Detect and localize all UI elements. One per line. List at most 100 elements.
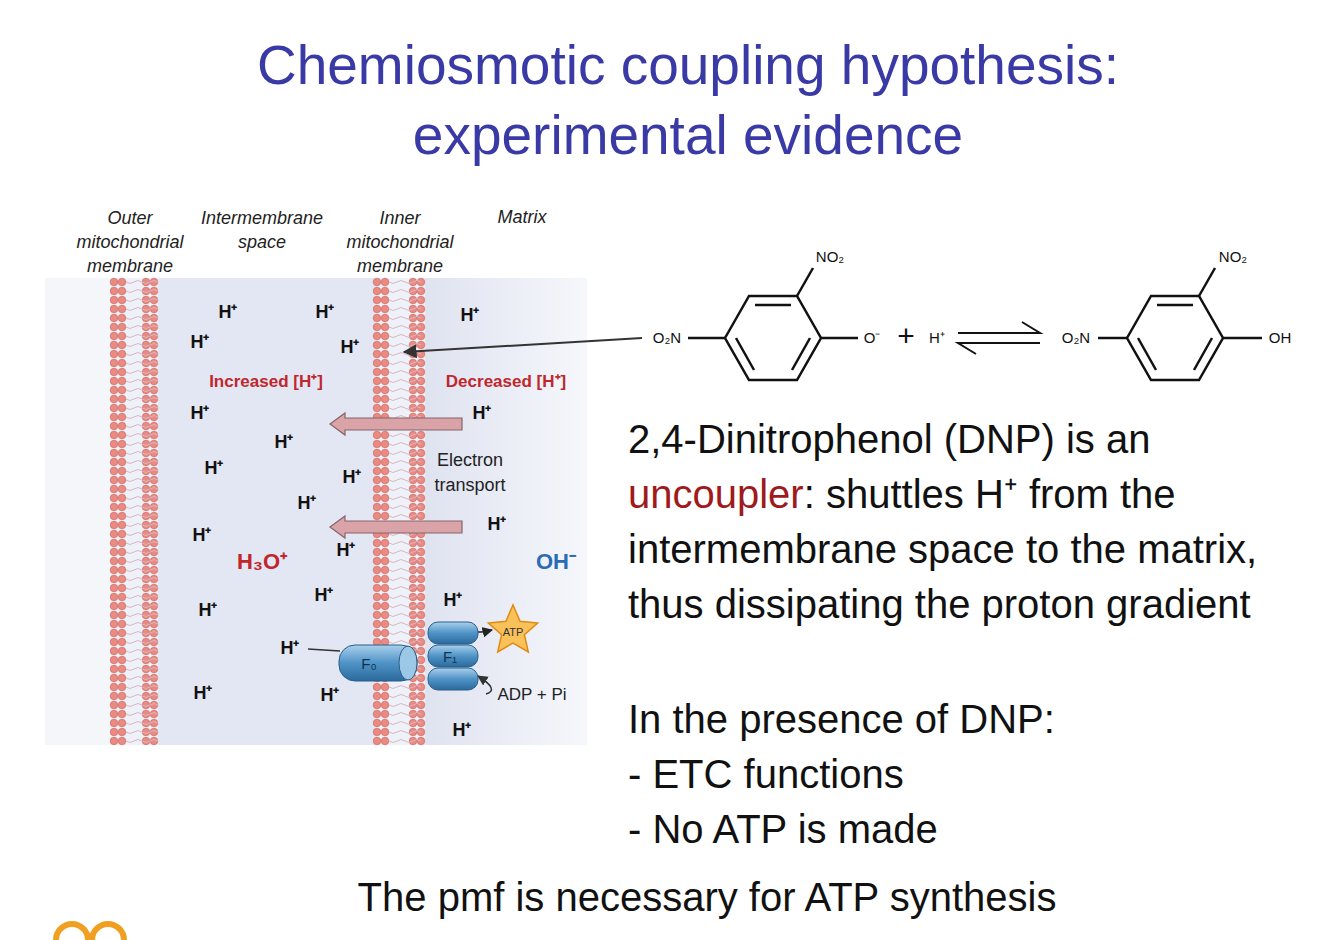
lipid-tail: [126, 713, 158, 716]
lipid-tail: [389, 335, 421, 338]
proton-label: H⁺: [281, 638, 300, 659]
lipid-head: [373, 458, 381, 466]
lipid-tail: [126, 470, 158, 473]
lipid-tail: [126, 488, 158, 491]
slide-title: Chemiosmotic coupling hypothesis: experi…: [183, 30, 1193, 170]
lipid-head: [381, 620, 389, 628]
lipid-head: [381, 386, 389, 394]
lipid-tail: [389, 299, 421, 302]
lipid-tail: [389, 407, 421, 410]
lipid-head: [150, 530, 158, 538]
lipid-head: [150, 386, 158, 394]
lipid-tail: [389, 713, 421, 716]
lipid-head: [150, 467, 158, 475]
lipid-head: [150, 431, 158, 439]
lipid-tail: [126, 569, 158, 572]
lipid-head: [150, 413, 158, 421]
lipid-head: [373, 539, 381, 547]
lipid-head: [110, 683, 118, 691]
lipid-head: [373, 611, 381, 619]
proton-label: H⁺: [191, 332, 210, 353]
lipid-head: [110, 593, 118, 601]
lipid-head: [142, 404, 150, 412]
ion-label: OH⁻: [536, 549, 576, 574]
lipid-head: [110, 512, 118, 520]
lipid-tail: [126, 317, 158, 320]
process-label: Electron transport: [420, 448, 520, 498]
lipid-head: [110, 467, 118, 475]
lipid-head: [373, 296, 381, 304]
lipid-head: [373, 386, 381, 394]
lipid-head: [110, 728, 118, 736]
proton-label: H⁺: [321, 685, 340, 706]
lipid-tail: [389, 704, 421, 707]
lipid-head: [110, 584, 118, 592]
lipid-head: [150, 548, 158, 556]
proton-label: H⁺: [488, 514, 507, 535]
node-label: F₀: [361, 655, 376, 672]
lipid-head: [142, 377, 150, 385]
lipid-head: [142, 368, 150, 376]
lipid-tail: [389, 371, 421, 374]
lipid-head: [110, 332, 118, 340]
lipid-head: [373, 503, 381, 511]
lipid-head: [142, 602, 150, 610]
ion-label: H₃O⁺: [237, 549, 287, 574]
group-label: NO₂: [816, 248, 844, 265]
lipid-head: [118, 323, 126, 331]
proton-label: H⁺: [191, 403, 210, 424]
lipid-tail: [389, 731, 421, 734]
lipid-head: [118, 494, 126, 502]
plus-sign: +: [897, 319, 915, 354]
lipid-head: [150, 404, 158, 412]
lipid-head: [142, 629, 150, 637]
lipid-tail: [126, 281, 158, 284]
lipid-tail: [126, 497, 158, 500]
lipid-head: [373, 431, 381, 439]
lipid-head: [373, 377, 381, 385]
dnp-pointer: [404, 338, 642, 352]
highlight-term: uncoupler: [628, 472, 804, 516]
proton-label: H⁺: [193, 525, 212, 546]
lipid-head: [150, 341, 158, 349]
lipid-head: [150, 278, 158, 286]
lipid-head: [381, 485, 389, 493]
lipid-tail: [126, 326, 158, 329]
lipid-head: [142, 584, 150, 592]
lipid-head: [110, 692, 118, 700]
lipid-head: [150, 350, 158, 358]
node-label: F₁: [443, 648, 457, 665]
lipid-head: [150, 359, 158, 367]
lipid-head: [381, 611, 389, 619]
lipid-head: [110, 404, 118, 412]
lipid-tail: [389, 722, 421, 725]
proton-label: H⁺: [444, 590, 463, 611]
lipid-head: [373, 467, 381, 475]
lipid-head: [118, 701, 126, 709]
lipid-head: [142, 692, 150, 700]
lipid-head: [142, 710, 150, 718]
lipid-head: [118, 602, 126, 610]
lipid-head: [373, 548, 381, 556]
lipid-head: [118, 719, 126, 727]
lipid-head: [150, 674, 158, 682]
lipid-tail: [389, 434, 421, 437]
lipid-head: [110, 575, 118, 583]
lipid-head: [118, 692, 126, 700]
lipid-tail: [389, 551, 421, 554]
lipid-head: [110, 395, 118, 403]
benzene-ring: [688, 268, 858, 380]
lipid-head: [373, 719, 381, 727]
lipid-head: [142, 674, 150, 682]
lipid-tail: [126, 425, 158, 428]
lipid-head: [118, 278, 126, 286]
lipid-head: [373, 584, 381, 592]
proton-label: H⁺: [315, 585, 334, 606]
lipid-head: [373, 620, 381, 628]
proton-label: H⁺: [343, 467, 362, 488]
lipid-head: [110, 629, 118, 637]
lipid-head: [373, 350, 381, 358]
lipid-head: [118, 647, 126, 655]
lipid-tail: [126, 533, 158, 536]
lipid-head: [110, 701, 118, 709]
